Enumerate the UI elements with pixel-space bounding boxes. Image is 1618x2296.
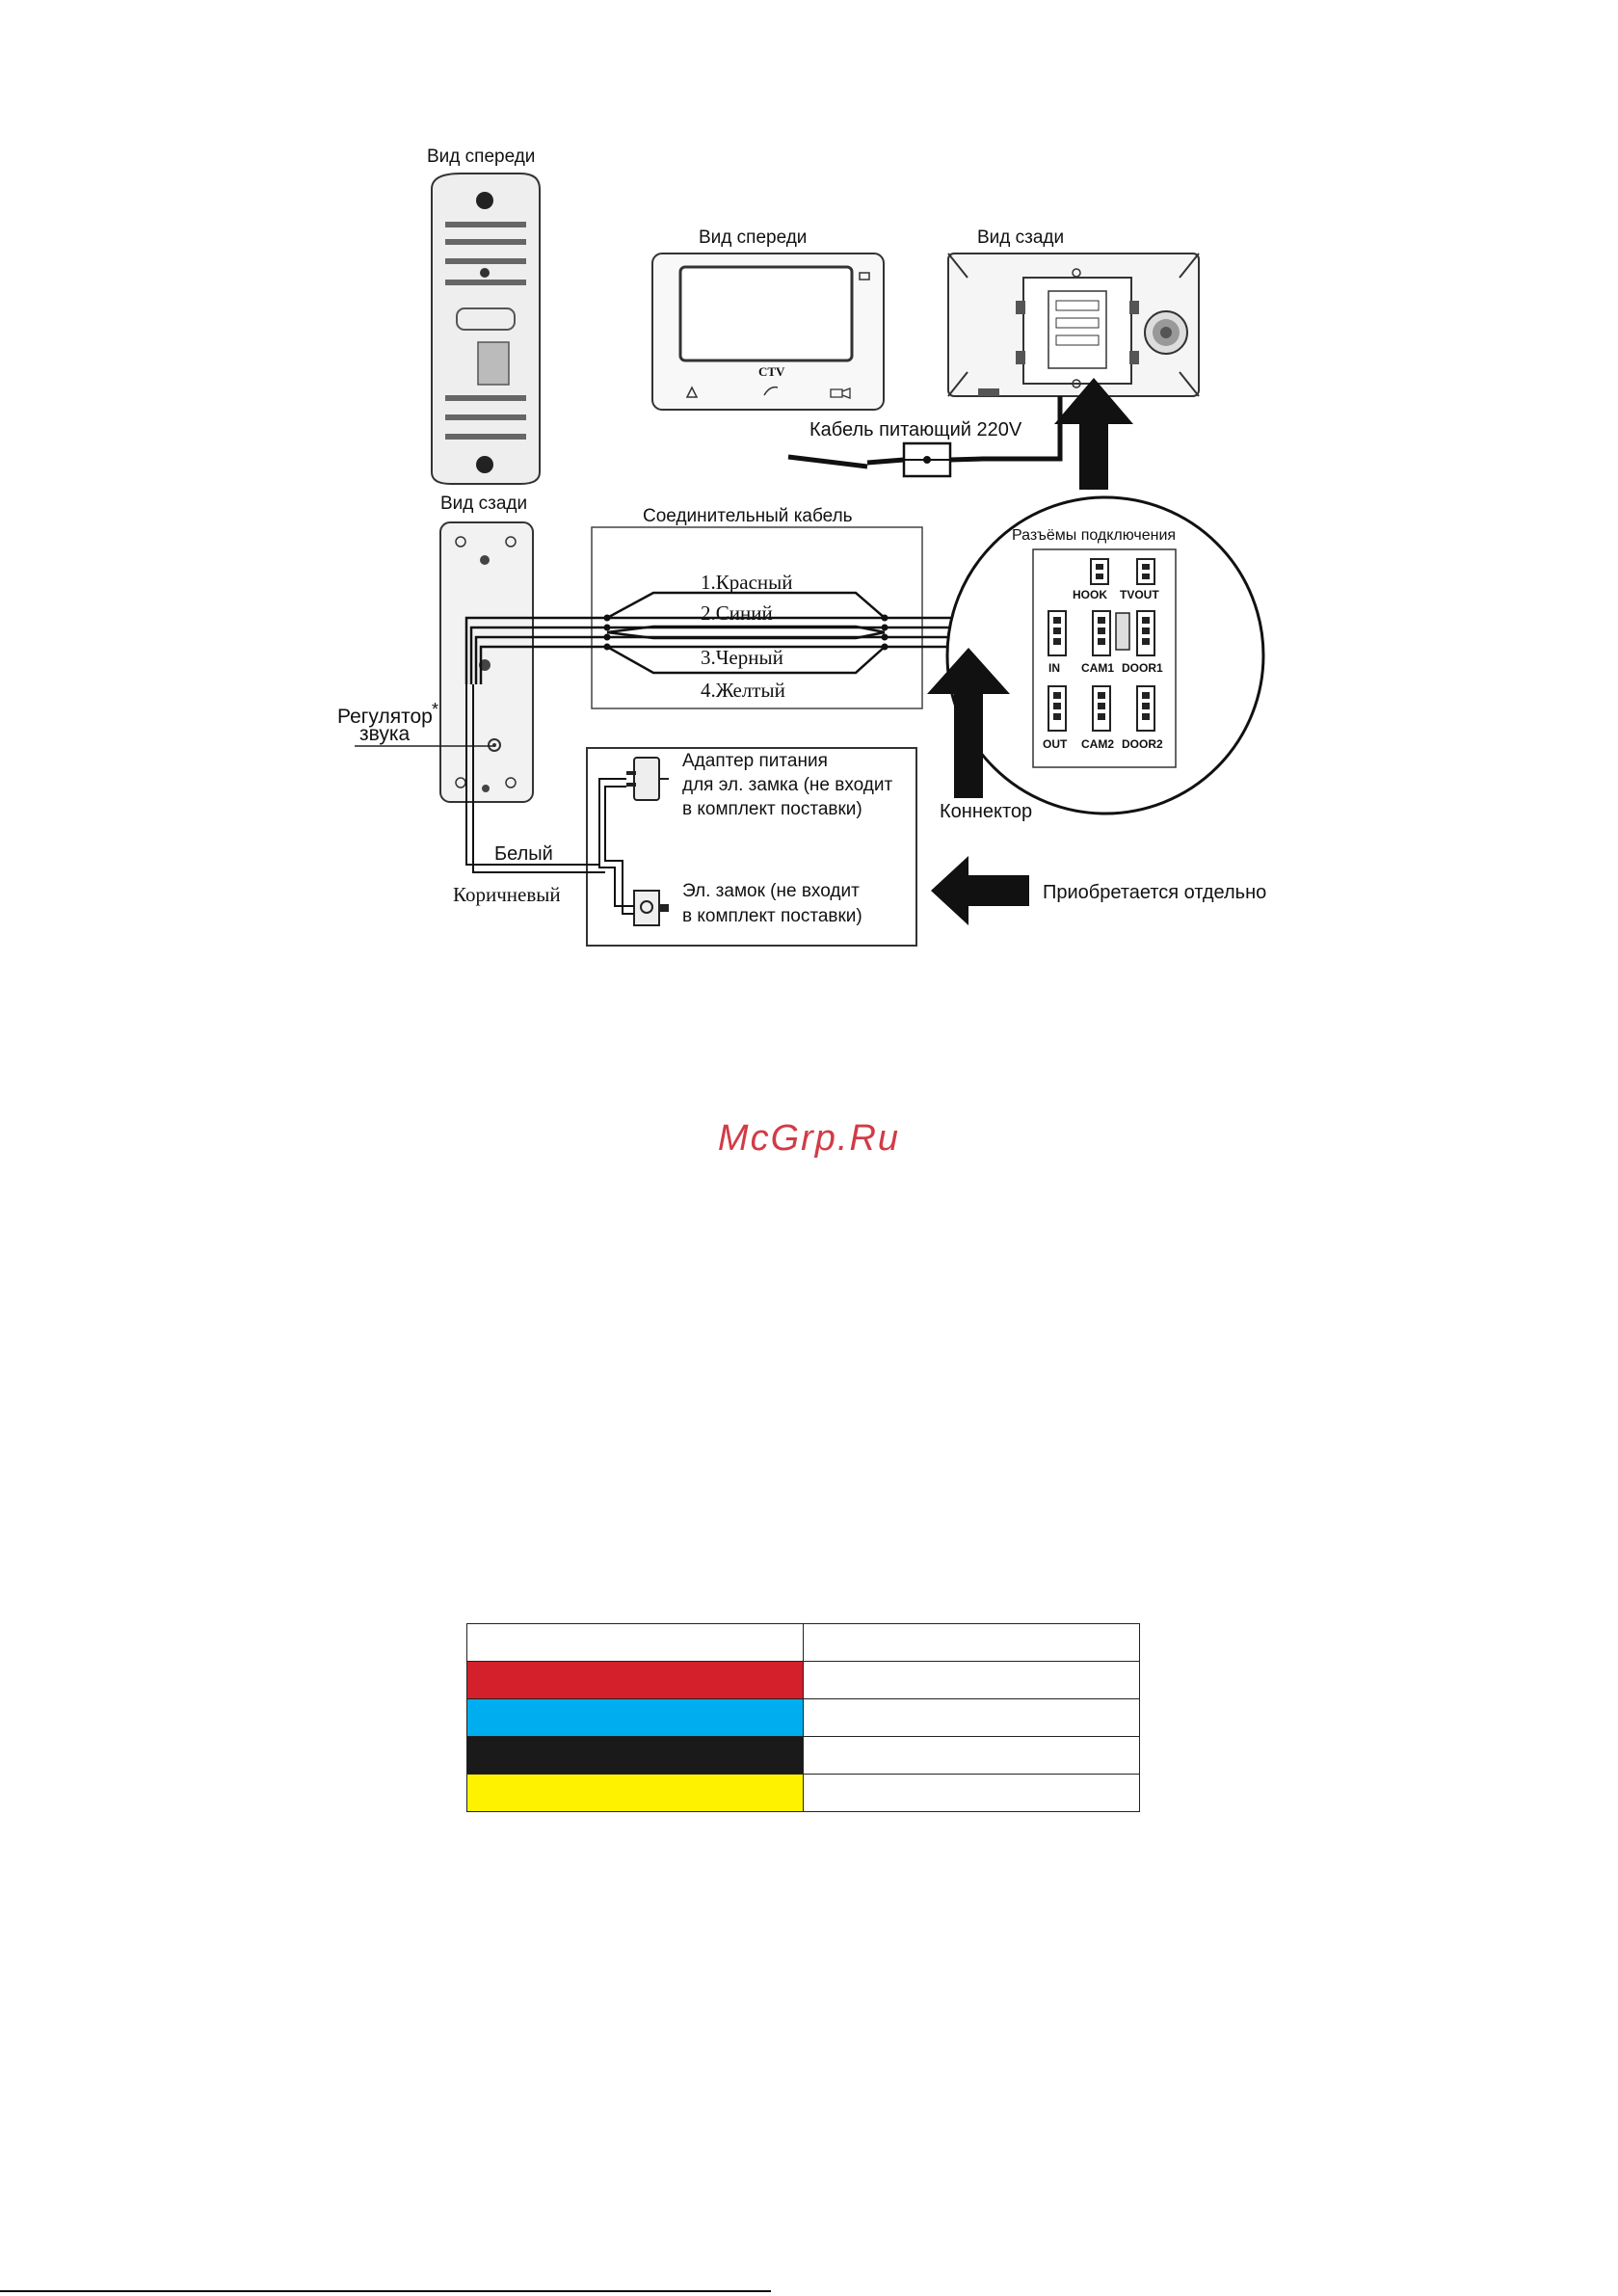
purchased-label: Приобретается отдельно: [1043, 882, 1266, 903]
monitor-back: Вид сзади: [947, 227, 1200, 397]
volume-label-line1: Регулятор: [337, 706, 433, 728]
wire-label-blue: 2.Синий: [701, 601, 773, 625]
monitor-front-title: Вид спереди: [699, 227, 807, 248]
color-description-cell: [803, 1661, 1140, 1699]
color-swatch-cell: [466, 1736, 804, 1775]
white-wire-label: Белый: [494, 843, 553, 865]
wire-label-yellow: 4.Желтый: [701, 679, 785, 702]
electric-lock-icon: [633, 890, 669, 926]
volume-label-line2: звука: [359, 723, 410, 745]
lock-box: Адаптер питания для эл. замка (не входит…: [586, 747, 917, 947]
monitor-back-title: Вид сзади: [977, 227, 1064, 248]
color-table-row: [466, 1774, 1140, 1812]
adapter-line3: в комплект поставки): [682, 799, 862, 819]
color-description-cell: [803, 1736, 1140, 1775]
power-cable-label: Кабель питающий 220V: [809, 419, 1022, 441]
lock-line1: Эл. замок (не входит: [682, 881, 860, 901]
lock-line2: в комплект поставки): [682, 906, 862, 926]
adapter-line1: Адаптер питания: [682, 751, 828, 771]
color-description-cell: [803, 1623, 1140, 1662]
monitor-front: Вид спереди CTV: [651, 227, 885, 411]
brown-wire-label: Коричневый: [453, 883, 561, 906]
color-swatch-cell: [466, 1623, 804, 1662]
power-adapter-icon: [626, 757, 669, 801]
connector-door1-label: DOOR1: [1122, 661, 1163, 675]
up-arrow-connector: [927, 648, 1010, 798]
bell-icon: [685, 386, 699, 398]
color-table-row: [466, 1623, 1140, 1662]
footer-line: [0, 2290, 771, 2292]
color-table-row: [466, 1698, 1140, 1737]
up-arrow-monitor: [1054, 378, 1133, 490]
key-icon: [830, 387, 851, 399]
monitor-brand: CTV: [758, 364, 785, 379]
connector-hook-label: HOOK: [1073, 588, 1107, 601]
wire-junction-dots: [603, 614, 889, 651]
color-swatch-cell: [466, 1661, 804, 1699]
connectors-detail: Разъёмы подключения HOOK TVOUT IN CAM1 D…: [945, 495, 1265, 815]
connector-cam2-label: CAM2: [1081, 737, 1114, 751]
power-cable: Кабель питающий 220V: [787, 396, 1063, 478]
panel-front-title: Вид спереди: [427, 147, 535, 167]
connection-diagram: Вид спереди Вид сзади Регулятор * звука: [337, 147, 1266, 947]
wire-label-black: 3.Черный: [701, 646, 783, 669]
connector-in-label: IN: [1048, 661, 1060, 675]
color-swatch-cell: [466, 1774, 804, 1812]
outdoor-panel-front: Вид спереди: [427, 147, 541, 485]
connection-cable-box: Соединительный кабель 1.Красный 2.Синий …: [591, 506, 923, 709]
volume-star: *: [432, 700, 438, 719]
adapter-line2: для эл. замка (не входит: [682, 775, 892, 795]
lock-wires: [465, 684, 605, 873]
connector-door2-label: DOOR2: [1122, 737, 1163, 751]
color-table-row: [466, 1736, 1140, 1775]
color-description-cell: [803, 1698, 1140, 1737]
watermark: McGrp.Ru: [717, 1118, 901, 1159]
connector-out-label: OUT: [1043, 737, 1068, 751]
panel-back-title: Вид сзади: [440, 494, 527, 514]
connector-pointer-label: Коннектор: [940, 801, 1032, 822]
handset-icon: [763, 386, 779, 396]
wire-color-table: [466, 1623, 1140, 1812]
color-description-cell: [803, 1774, 1140, 1812]
outdoor-panel-back: Вид сзади Регулятор * звука: [337, 494, 534, 803]
color-swatch-cell: [466, 1698, 804, 1737]
left-arrow-purchased: [931, 856, 1029, 925]
cable-title: Соединительный кабель: [643, 506, 853, 526]
wire-label-red: 1.Красный: [701, 571, 792, 594]
connector-tvout-label: TVOUT: [1120, 588, 1159, 601]
connectors-title: Разъёмы подключения: [1012, 527, 1176, 544]
color-table-row: [466, 1661, 1140, 1699]
connector-cam1-label: CAM1: [1081, 661, 1114, 675]
signal-wires: [464, 616, 1050, 684]
